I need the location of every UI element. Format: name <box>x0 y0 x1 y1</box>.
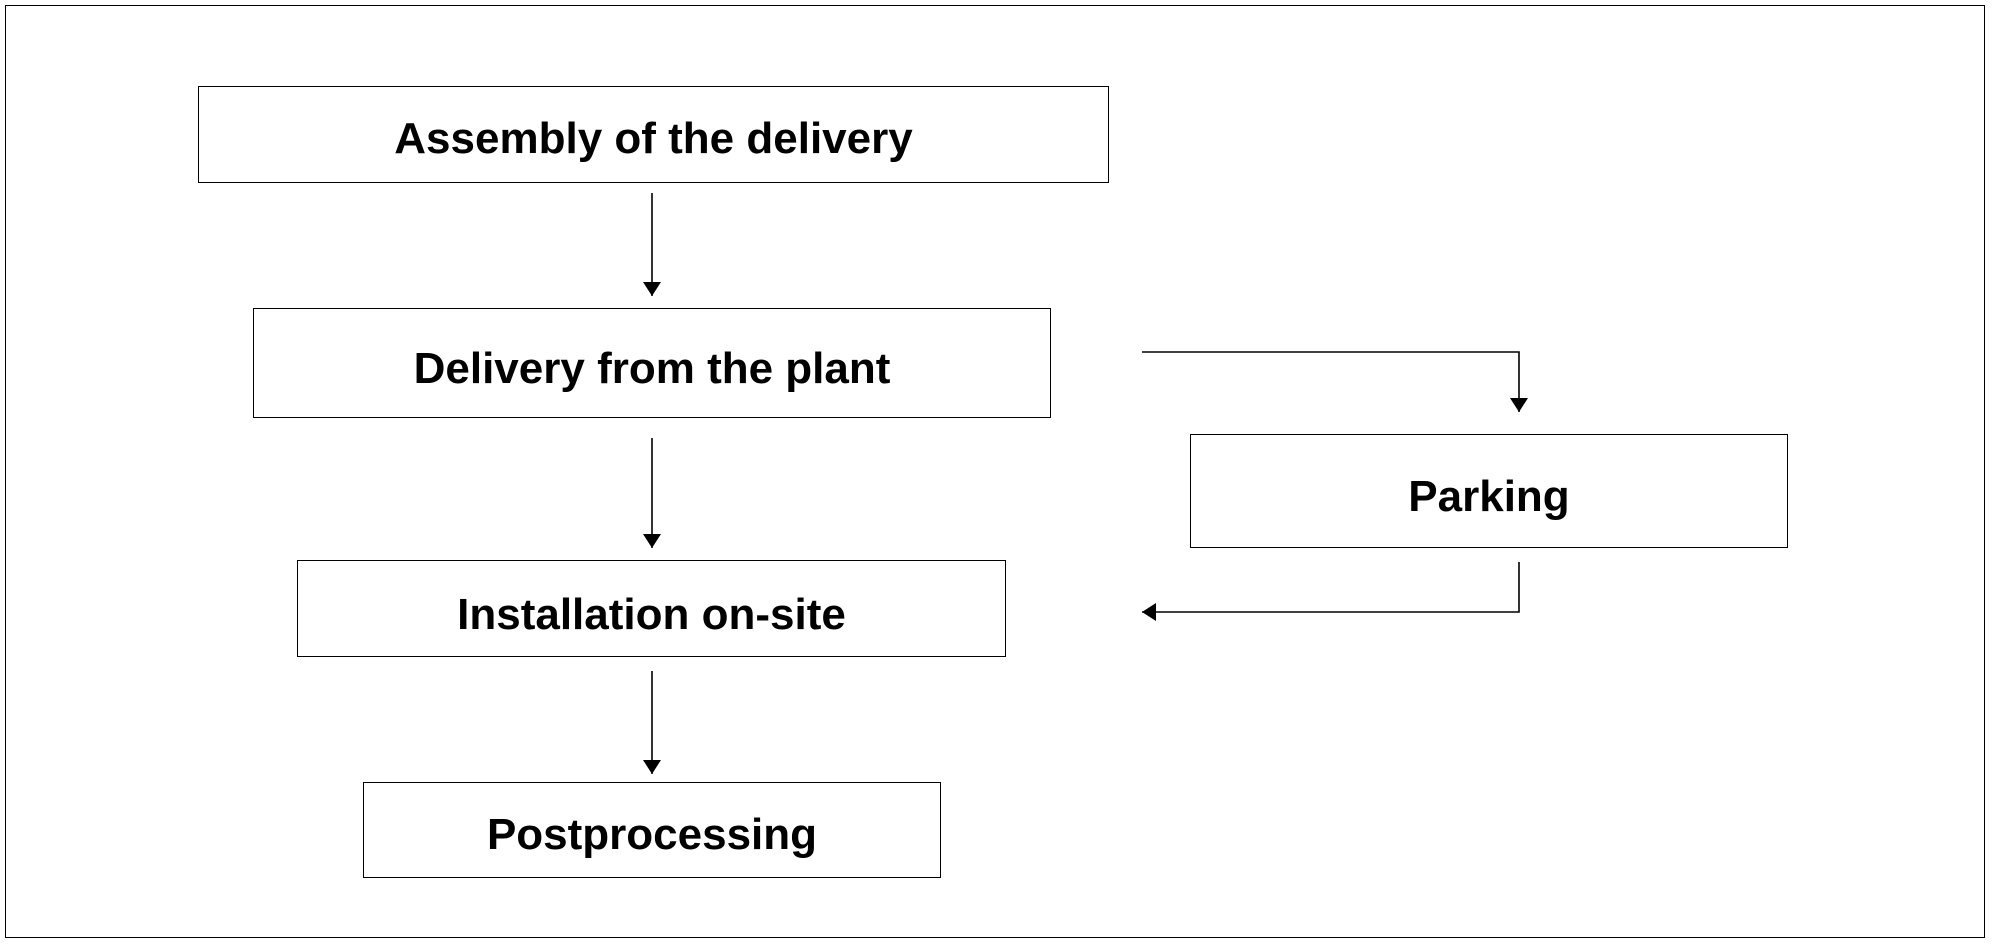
node-installation: Installation on-site <box>297 560 1006 657</box>
node-installation-label: Installation on-site <box>457 589 846 639</box>
node-delivery: Delivery from the plant <box>253 308 1051 418</box>
node-parking-label: Parking <box>1408 472 1570 521</box>
node-delivery-label: Delivery from the plant <box>413 344 891 393</box>
node-parking: Parking <box>1190 434 1788 548</box>
node-assembly-label: Assembly of the delivery <box>394 113 913 163</box>
node-postprocessing-label: Postprocessing <box>486 810 818 859</box>
node-postprocessing: Postprocessing <box>363 782 941 878</box>
node-assembly: Assembly of the delivery <box>198 86 1109 183</box>
